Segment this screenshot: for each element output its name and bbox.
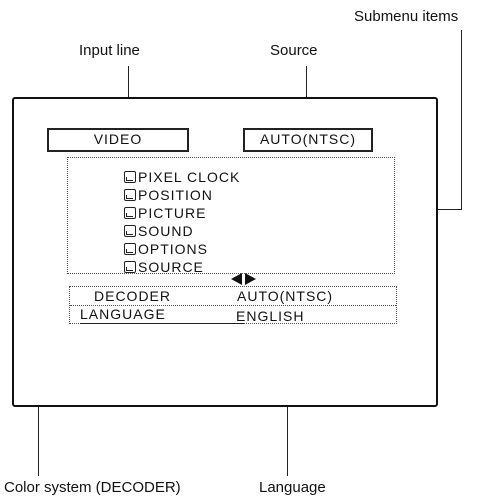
language-label: LANGUAGE bbox=[80, 306, 166, 322]
submenu-items-callout: Submenu items bbox=[354, 8, 459, 25]
input-line-field: VIDEO bbox=[47, 128, 189, 152]
menu-item-source[interactable]: SOURCE bbox=[124, 258, 204, 276]
menu-item-sound[interactable]: SOUND bbox=[124, 222, 194, 240]
right-arrow-icon bbox=[245, 273, 256, 285]
menu-item-label: POSITION bbox=[138, 187, 213, 203]
left-right-arrows-icon bbox=[231, 273, 257, 285]
enter-icon bbox=[124, 225, 136, 237]
settings-underline bbox=[80, 323, 244, 324]
enter-icon bbox=[124, 261, 136, 273]
language-value[interactable]: ENGLISH bbox=[236, 308, 305, 324]
menu-item-pixel-clock[interactable]: PIXEL CLOCK bbox=[124, 168, 240, 186]
settings-box: DECODER AUTO(NTSC) LANGUAGE ENGLISH bbox=[69, 286, 397, 324]
menu-item-label: SOUND bbox=[138, 223, 194, 239]
language-callout: Language bbox=[259, 479, 326, 496]
menu-item-options[interactable]: OPTIONS bbox=[124, 240, 208, 258]
settings-divider bbox=[70, 305, 396, 306]
decoder-label: DECODER bbox=[94, 288, 172, 304]
menu-item-position[interactable]: POSITION bbox=[124, 186, 213, 204]
menu-item-label: PICTURE bbox=[138, 205, 207, 221]
input-line-callout: Input line bbox=[79, 42, 140, 59]
menu-item-label: OPTIONS bbox=[138, 241, 209, 257]
enter-icon bbox=[124, 243, 136, 255]
decoder-value[interactable]: AUTO(NTSC) bbox=[237, 288, 334, 304]
enter-icon bbox=[124, 189, 136, 201]
menu-item-label: SOURCE bbox=[138, 259, 204, 275]
menu-item-label: PIXEL CLOCK bbox=[138, 169, 241, 185]
source-callout: Source bbox=[270, 42, 318, 59]
source-field: AUTO(NTSC) bbox=[243, 128, 373, 152]
submenu-leader-vertical bbox=[461, 30, 462, 210]
left-arrow-icon bbox=[231, 273, 242, 285]
enter-icon bbox=[124, 207, 136, 219]
enter-icon bbox=[124, 171, 136, 183]
color-system-callout: Color system (DECODER) bbox=[4, 479, 181, 496]
menu-item-picture[interactable]: PICTURE bbox=[124, 204, 206, 222]
submenu-box: PIXEL CLOCK POSITION PICTURE SOUND OPTIO… bbox=[67, 157, 395, 276]
